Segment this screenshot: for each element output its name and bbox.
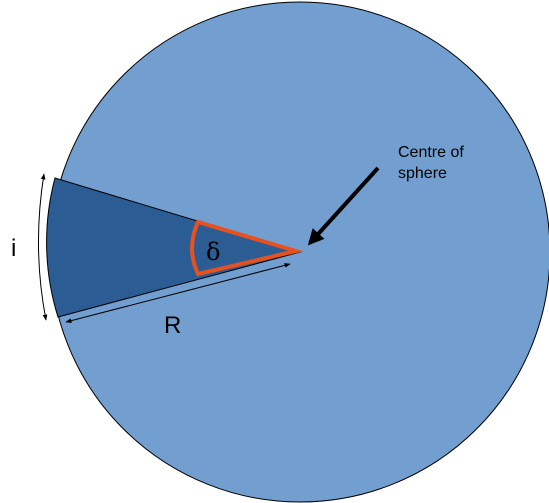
radius-label: R [164,312,181,339]
centre-pointer-arrow [307,166,380,246]
centre-label-line2: sphere [398,165,447,182]
centre-label-line1: Centre of [398,144,464,161]
arc-length-arrow [37,173,48,321]
arc-length-label: i [11,235,16,262]
radius-arrow [65,263,291,323]
angle-label: δ [206,238,220,266]
